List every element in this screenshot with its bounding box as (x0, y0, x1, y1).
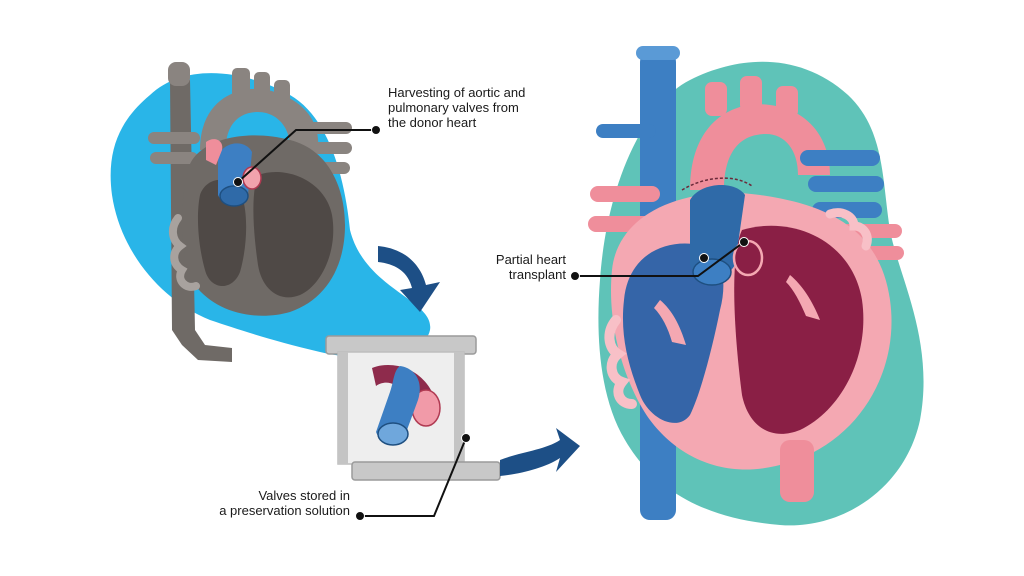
callout-harvesting-valves: Harvesting of aortic and pulmonary valve… (388, 85, 525, 130)
jar-pulmonary-valve (377, 422, 409, 446)
leader-stored (360, 437, 467, 517)
callout-harvest-line-2: pulmonary valves from (388, 100, 519, 115)
recipient-left-ventricle (734, 225, 864, 434)
leader-stored-dot-target (461, 433, 471, 443)
recipient-mitral-leaflet (786, 275, 820, 320)
leader-partial-dot-label (570, 271, 580, 281)
donor-heart-fat (169, 214, 200, 291)
callout-harvest-line-1: Harvesting of aortic and (388, 85, 526, 100)
leader-partial (575, 241, 745, 277)
donor-left-vessel-upper (148, 132, 200, 144)
leader-harvest-dot-target (233, 177, 243, 187)
donor-arch-branch-2 (254, 72, 270, 100)
jar-glass-left (338, 352, 348, 464)
recipient-right-blue-2 (808, 176, 884, 192)
callout-stored-line-1: Valves stored in (258, 488, 350, 503)
leader-harvest (237, 129, 376, 183)
jar-glass-right (454, 352, 464, 464)
recipient-aortic-arch (690, 104, 830, 190)
leader-stored-dot-label (355, 511, 365, 521)
callout-stored-line-2: a preservation solution (219, 503, 350, 518)
recipient-arch-branch-3 (776, 86, 798, 118)
recipient-pulmonary-valve (692, 258, 732, 286)
callout-partial-line-2: transplant (508, 267, 566, 282)
donor-left-chamber (253, 171, 334, 298)
recipient-tricuspid-leaflet (654, 300, 686, 345)
donor-left-vessel-lower (150, 152, 198, 164)
recipient-left-blue-vessel (596, 124, 656, 138)
recipient-right-blue-1 (800, 150, 880, 166)
recipient-descending-aorta (780, 440, 814, 502)
recipient-arch-branch-2 (740, 76, 762, 112)
donor-vessel-top (168, 62, 190, 86)
leader-partial-dot-valve (699, 253, 709, 263)
donor-pulmonary-valve (219, 185, 249, 207)
recipient-heart-fat-right (825, 208, 872, 251)
arrow-donor-to-jar (378, 246, 440, 312)
arrow-jar-to-recipient (500, 428, 580, 476)
donor-arch-branch-1 (232, 68, 250, 98)
callout-valves-stored: Valves stored in a preservation solution (196, 488, 350, 518)
recipient-left-vein-1 (590, 186, 660, 202)
donor-arch-branch-3 (274, 80, 290, 106)
leader-partial-dot-aortic (739, 237, 749, 247)
callout-partial-transplant: Partial heart transplant (440, 252, 566, 282)
recipient-suture-line (681, 177, 753, 191)
callout-harvest-line-3: the donor heart (388, 115, 477, 130)
callout-partial-line-1: Partial heart (495, 252, 566, 267)
leader-harvest-dot-label (371, 125, 381, 135)
recipient-vena-cava-top (636, 46, 680, 60)
jar-bottom-cap (351, 461, 501, 481)
recipient-arch-branch-1 (705, 82, 727, 116)
donor-descending-vessel (170, 80, 232, 362)
recipient-heart-fat-left (604, 315, 637, 409)
donor-aorta-segment (206, 139, 223, 165)
